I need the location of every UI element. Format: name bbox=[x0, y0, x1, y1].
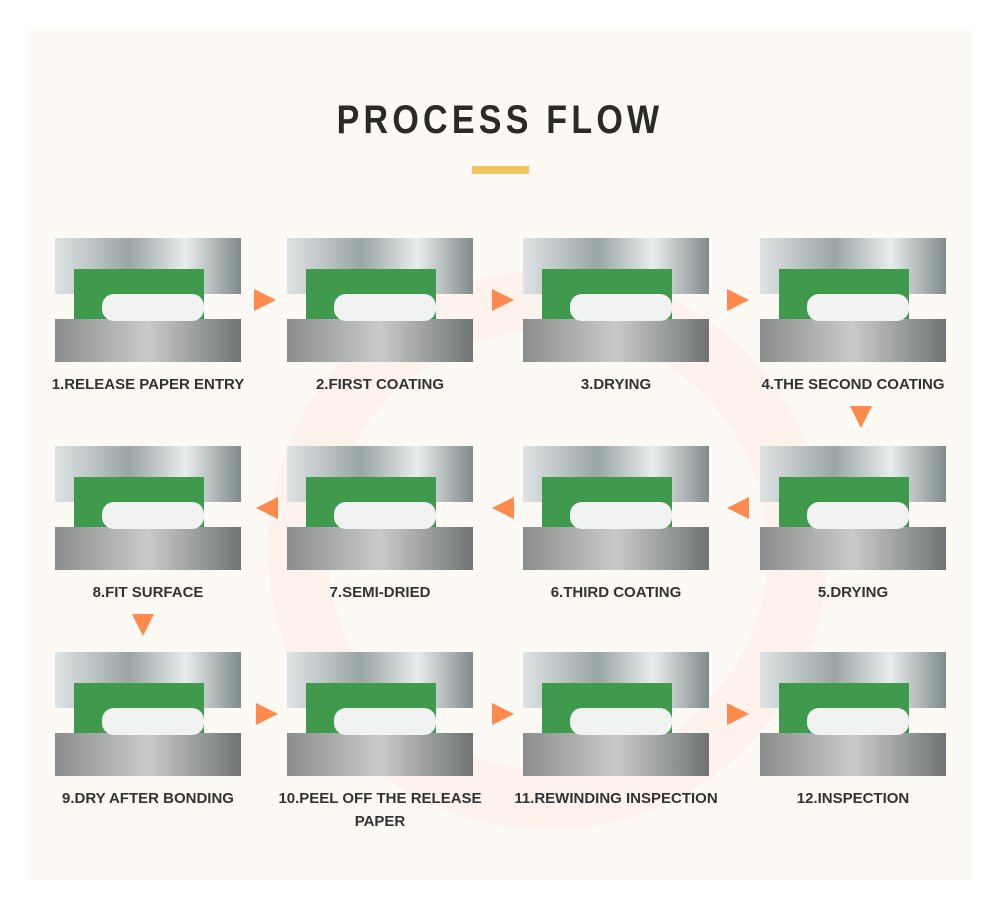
step-label: 11.REWINDING INSPECTION bbox=[514, 790, 718, 807]
step-photo bbox=[287, 652, 473, 776]
step-label: 10.PEEL OFF THE RELEASE PAPER bbox=[278, 790, 482, 830]
step-photo bbox=[760, 652, 946, 776]
arrow-right-icon bbox=[256, 703, 278, 725]
arrow-down-icon bbox=[850, 406, 872, 428]
arrow-right-icon bbox=[727, 289, 749, 311]
step-label: 5.DRYING bbox=[817, 584, 889, 601]
arrow-left-icon bbox=[492, 497, 514, 519]
step-label: 7.SEMI-DRIED bbox=[329, 584, 431, 601]
step-label: 4.THE SECOND COATING bbox=[761, 376, 945, 393]
step-label: 9.DRY AFTER BONDING bbox=[62, 790, 234, 807]
step-photo bbox=[55, 238, 241, 362]
arrow-right-icon bbox=[492, 703, 514, 725]
step-photo bbox=[55, 652, 241, 776]
step-photo bbox=[523, 446, 709, 570]
arrow-left-icon bbox=[256, 497, 278, 519]
step-photo bbox=[55, 446, 241, 570]
step-photo bbox=[287, 446, 473, 570]
step-label: 6.THIRD COATING bbox=[550, 584, 682, 601]
arrow-down-icon bbox=[132, 614, 154, 636]
step-label: 12.INSPECTION bbox=[796, 790, 910, 807]
arrow-left-icon bbox=[727, 497, 749, 519]
step-photo bbox=[760, 446, 946, 570]
step-label: 3.DRYING bbox=[580, 376, 652, 393]
arrow-right-icon bbox=[492, 289, 514, 311]
arrow-right-icon bbox=[254, 289, 276, 311]
step-photo bbox=[287, 238, 473, 362]
page-title: PROCESS FLOW bbox=[336, 98, 664, 142]
title-underline bbox=[472, 166, 529, 174]
step-label: 1.RELEASE PAPER ENTRY bbox=[51, 376, 245, 393]
step-label: 8.FIT SURFACE bbox=[92, 584, 204, 601]
step-label: 2.FIRST COATING bbox=[315, 376, 445, 393]
step-photo bbox=[760, 238, 946, 362]
step-photo bbox=[523, 238, 709, 362]
step-photo bbox=[523, 652, 709, 776]
arrow-right-icon bbox=[727, 703, 749, 725]
